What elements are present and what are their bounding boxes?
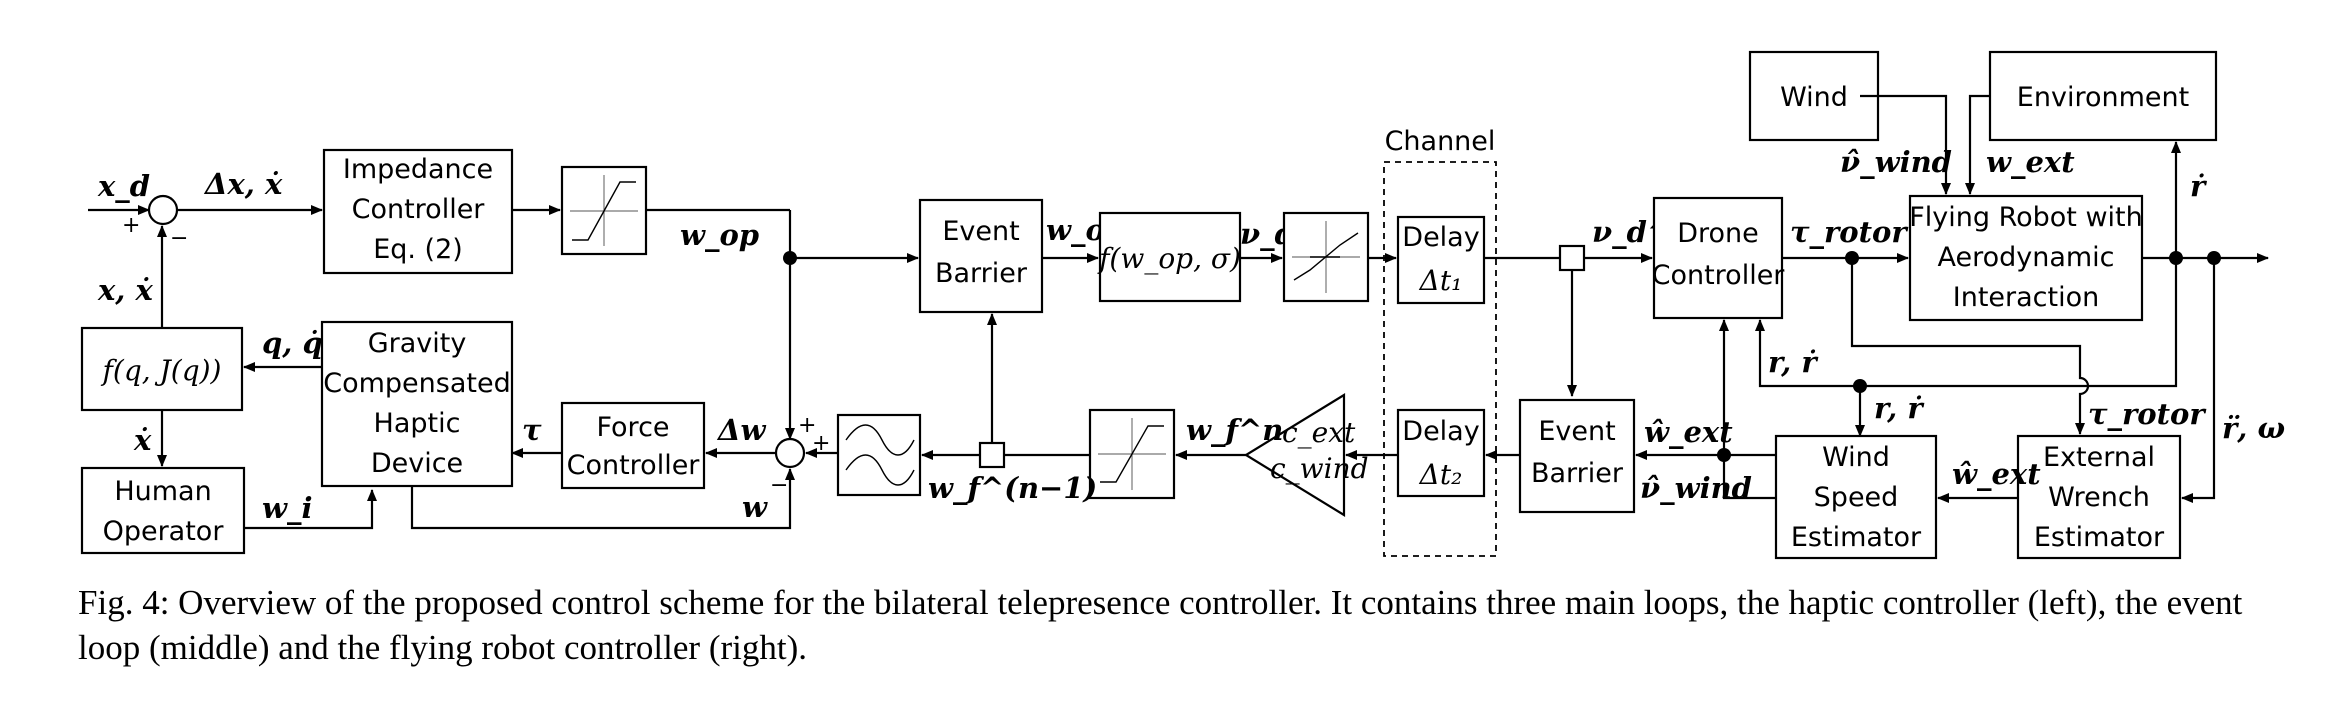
- event-barrier-top-label-2: Barrier: [935, 258, 1028, 289]
- combiner-triangle: c_ext c_wind: [1243, 393, 1369, 517]
- external-wrench-label-2: Wrench: [2048, 482, 2150, 513]
- wind-speed-label-2: Speed: [1814, 482, 1899, 513]
- signal-x-xdot: x, ẋ: [97, 273, 153, 307]
- haptic-loop: x_d + − Δx, ẋ Impedance Controller Eq. (…: [80, 148, 919, 555]
- delay-1-block: [1396, 215, 1486, 305]
- signal-delta-w: Δw: [716, 413, 767, 447]
- environment-label: Environment: [2017, 82, 2189, 113]
- environment-block: [1988, 50, 2218, 142]
- signal-wf-n: w_f^n: [1186, 413, 1283, 447]
- impedance-label-1: Impedance: [343, 154, 493, 185]
- signal-tau-rotor: τ_rotor: [1790, 215, 1909, 249]
- drone-label-1: Drone: [1677, 218, 1759, 249]
- kinematics-block: [80, 326, 244, 412]
- external-wrench-label-1: External: [2043, 442, 2155, 473]
- flying-robot-block: [1908, 194, 2144, 322]
- kinematics-label: f(q, J(q)): [101, 354, 222, 387]
- figure-caption: Fig. 4: Overview of the proposed control…: [78, 583, 2243, 667]
- wind-speed-label-1: Wind: [1822, 442, 1890, 473]
- force-label-1: Force: [596, 412, 669, 443]
- wind-block: [1748, 50, 1880, 142]
- channel-boundary: [1383, 161, 1497, 557]
- sign-minus-bottom: −: [770, 473, 788, 498]
- gravity-compensated-haptic-device-block: [320, 320, 514, 488]
- signal-tau: τ: [522, 413, 542, 447]
- event-barrier-top-block: [918, 198, 1044, 314]
- gravity-label-4: Device: [371, 448, 463, 479]
- deadzone-block: [1282, 211, 1370, 303]
- signal-delta-x: Δx, ẋ: [203, 167, 283, 201]
- human-label-2: Operator: [103, 516, 225, 547]
- signal-wop: w_op: [680, 218, 759, 252]
- flying-robot-label-2: Aerodynamic: [1937, 242, 2114, 273]
- flying-robot-loop: Drone Controller τ_rotor Wind Environmen…: [1635, 50, 2285, 560]
- signal-wi: w_i: [262, 491, 312, 525]
- event-barrier-bottom-block: [1518, 398, 1636, 514]
- delay-1-label-1: Delay: [1402, 222, 1479, 253]
- human-label-1: Human: [114, 476, 211, 507]
- sign-plus-left: +: [122, 213, 140, 238]
- impedance-label-3: Eq. (2): [373, 234, 463, 265]
- delay-2-label-1: Delay: [1402, 416, 1479, 447]
- saturation-block-1: [560, 165, 648, 256]
- signal-nu-wind: ν̂_wind: [1840, 145, 1952, 179]
- event-barrier-top-label-1: Event: [942, 216, 1019, 247]
- gravity-label-2: Compensated: [323, 368, 510, 399]
- impedance-label-2: Controller: [352, 194, 486, 225]
- delay-1-label-2: Δt₁: [1419, 264, 1463, 297]
- mapping-label: f(w_op, σ): [1097, 242, 1241, 275]
- impedance-controller-block: [322, 148, 514, 275]
- event-loop: Event Barrier w_op^n f(w_op, σ) ν_d^n Ch…: [805, 126, 1764, 557]
- signal-r-rdot-1: r, ṙ: [1768, 345, 1819, 379]
- channel-label: Channel: [1385, 126, 1496, 157]
- combiner-label-1: c_ext: [1282, 416, 1356, 449]
- event-barrier-bottom-label-2: Barrier: [1531, 458, 1624, 489]
- wind-speed-estimator-block: [1774, 434, 1938, 560]
- wind-label: Wind: [1780, 82, 1848, 113]
- sample-hold-top: [1558, 244, 1586, 272]
- signal-w-ext-hat-2: ŵ_ext: [1644, 415, 1733, 449]
- signal-tau-rotor-2: τ_rotor: [2088, 397, 2207, 431]
- sum-junction-force: [774, 437, 806, 469]
- signal-w: w: [742, 490, 768, 524]
- delay-2-label-2: Δt₂: [1419, 458, 1463, 491]
- signal-nu-wind-hat: ν̂_wind: [1640, 471, 1752, 505]
- human-operator-block: [80, 466, 246, 555]
- signal-xdot: ẋ: [133, 423, 152, 457]
- wind-speed-label-3: Estimator: [1791, 522, 1922, 553]
- filter-block: [836, 413, 922, 497]
- force-label-2: Controller: [567, 450, 701, 481]
- control-scheme-diagram: x_d + − Δx, ẋ Impedance Controller Eq. (…: [80, 50, 2285, 560]
- sign-minus-left: −: [170, 226, 188, 251]
- drone-controller-block: [1652, 196, 1784, 320]
- signal-r-rdot-2: r, ṙ: [1874, 391, 1925, 425]
- sample-hold-bottom: [978, 441, 1006, 469]
- drone-label-2: Controller: [1652, 260, 1786, 291]
- signal-w-ext: w_ext: [1986, 145, 2075, 179]
- mapping-block: [1098, 211, 1242, 303]
- saturation-block-2: [1088, 408, 1176, 500]
- signal-wf-n1: w_f^(n−1): [928, 471, 1097, 505]
- sum-junction-position: [147, 194, 179, 226]
- combiner-label-2: c_wind: [1270, 452, 1369, 485]
- signal-xd: x_d: [97, 169, 150, 203]
- gravity-label-3: Haptic: [374, 408, 461, 439]
- signal-q-qdot: q, q̇: [262, 326, 323, 360]
- flying-robot-label-3: Interaction: [1953, 282, 2099, 313]
- external-wrench-label-3: Estimator: [2034, 522, 2165, 553]
- signal-rdot: ṙ: [2190, 169, 2208, 203]
- signal-rddot-omega: r̈, ω: [2222, 411, 2285, 445]
- sign-plus-top: +: [798, 413, 816, 438]
- force-controller-block: [560, 401, 706, 490]
- event-barrier-bottom-label-1: Event: [1538, 416, 1615, 447]
- signal-w-ext-hat-1: ŵ_ext: [1952, 457, 2041, 491]
- flying-robot-label-1: Flying Robot with: [1909, 202, 2143, 233]
- gravity-label-1: Gravity: [368, 328, 467, 359]
- delay-2-block: [1396, 408, 1486, 498]
